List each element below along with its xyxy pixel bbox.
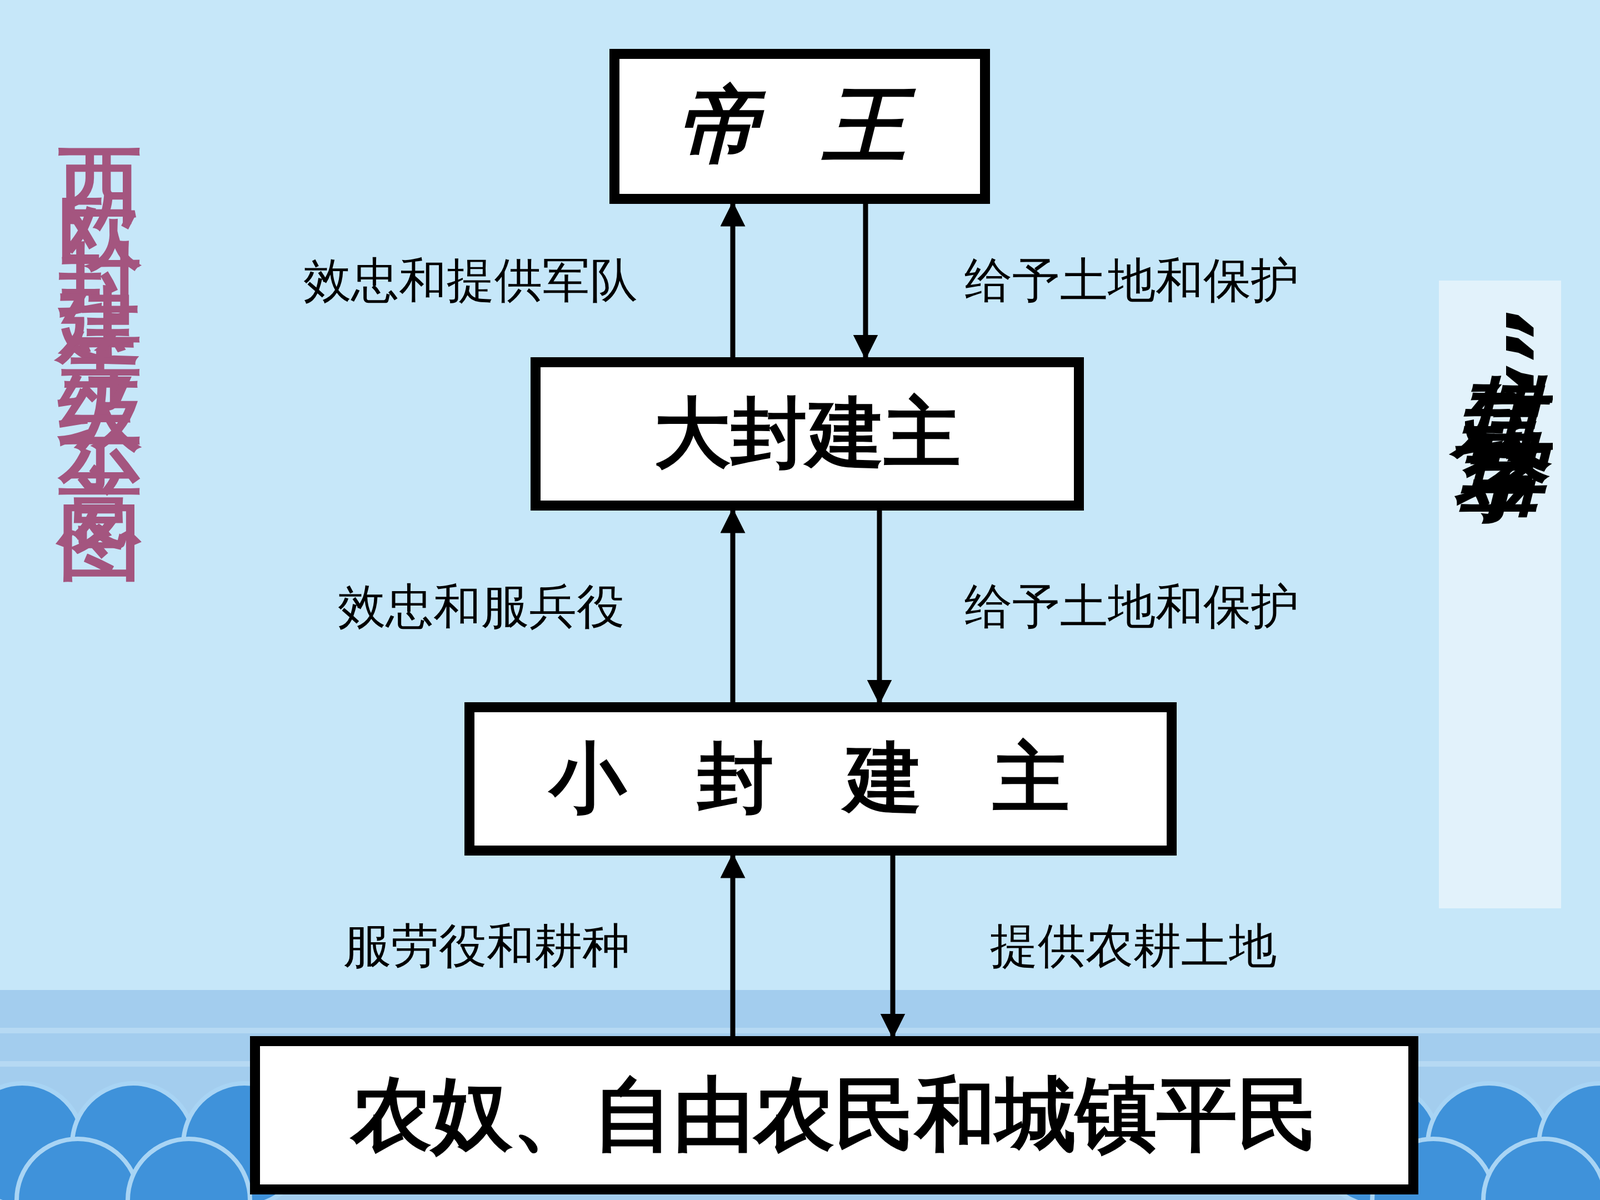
obligation-arrow (730, 510, 736, 703)
arrow-label: 给予土地和保护 (964, 573, 1299, 639)
arrow-label: 效忠和服兵役 (337, 573, 625, 639)
rank-text: 大封建主 (653, 382, 961, 486)
obligation-arrow (863, 203, 869, 358)
rank-text: 帝 王 (676, 70, 923, 183)
obligation-arrow (877, 510, 883, 703)
rank-box: 大封建主 (530, 357, 1084, 511)
arrow-label: 效忠和提供军队 (303, 248, 638, 314)
rank-box: 帝 王 (609, 48, 990, 204)
sea-stripe (0, 1027, 1600, 1034)
side-panel: 封建“金字塔” (1438, 280, 1562, 909)
obligation-arrow (730, 203, 736, 358)
arrow-label: 服劳役和耕种 (343, 913, 630, 979)
arrow-label: 提供农耕土地 (990, 913, 1277, 979)
rank-text: 农奴、自由农民和城镇平民 (351, 1061, 1318, 1170)
arrow-label: 给予土地和保护 (964, 248, 1299, 314)
rank-text: 小 封 建 主 (549, 727, 1092, 831)
vertical-title: 西欧封建等级示意图 (60, 83, 144, 484)
side-label: 封建“金字塔” (1456, 280, 1544, 909)
rank-box: 小 封 建 主 (464, 702, 1177, 856)
obligation-arrow (890, 855, 896, 1037)
obligation-arrow (730, 855, 736, 1037)
rank-box: 农奴、自由农民和城镇平民 (250, 1036, 1419, 1195)
